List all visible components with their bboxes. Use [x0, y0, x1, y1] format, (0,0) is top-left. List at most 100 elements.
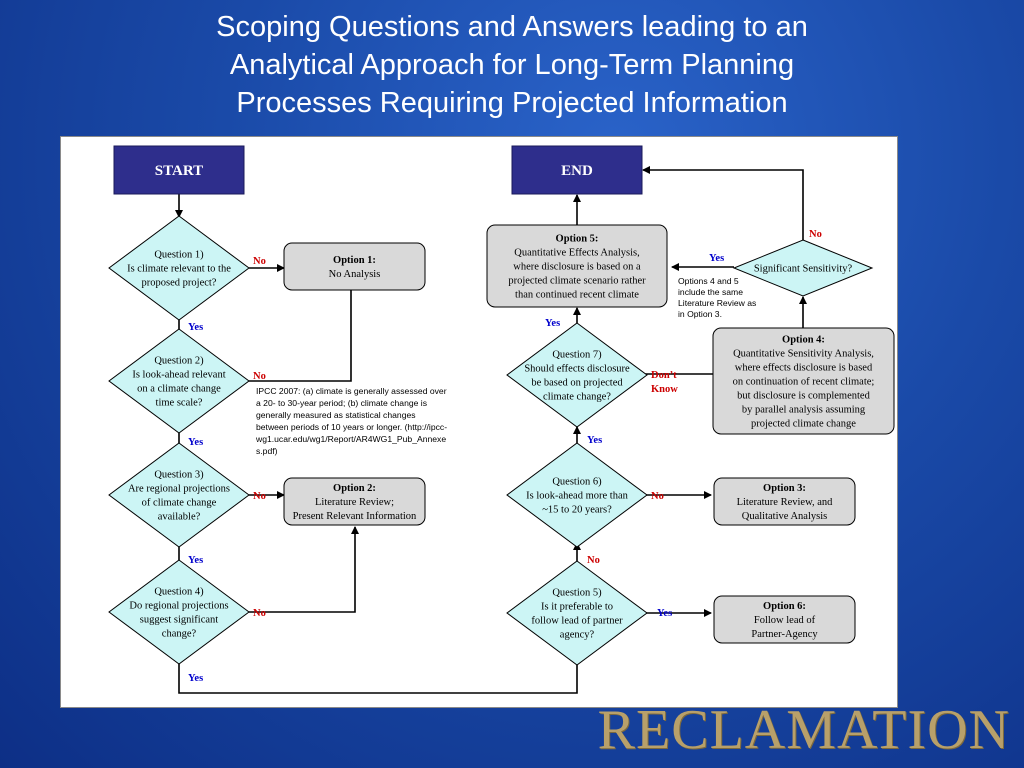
reclamation-logo: RECLAMATION — [597, 699, 1010, 761]
label-q4-no: No — [253, 608, 266, 619]
option-2: Option 2: Literature Review; Present Relev… — [283, 477, 426, 526]
options-4-5-note-line-3: Literature Review as — [678, 298, 756, 308]
ipcc-note-line-5: wg1.ucar.edu/wg1/Report/AR4WG1_Pub_Annex… — [255, 434, 446, 444]
question-4-line-3: suggest significant — [140, 615, 219, 626]
options-4-5-note-line-2: include the same — [678, 287, 743, 297]
question-7-line-1: Question 7) — [552, 350, 602, 361]
label-q5-yes: Yes — [657, 608, 672, 619]
option-4-line-6: by parallel analysis assuming — [742, 405, 866, 416]
question-4-shape — [108, 559, 250, 665]
option-6-line-2: Follow lead of — [754, 615, 816, 626]
ipcc-note-line-1: IPCC 2007: (a) climate is generally asse… — [256, 386, 447, 396]
question-3-line-1: Question 3) — [154, 470, 204, 481]
option-1-box — [283, 242, 426, 291]
question-2: Question 2) Is look-ahead relevant on a cl… — [108, 328, 250, 434]
option-3-box — [713, 477, 856, 526]
question-4-line-2: Do regional projections — [129, 601, 228, 612]
edge-q4-q5 — [178, 652, 581, 694]
question-7-line-2: Should effects disclosure — [524, 364, 630, 375]
slide-title: Scoping Questions and Answers leading to… — [0, 8, 1024, 122]
option-4-line-2: Quantitative Sensitivity Analysis, — [733, 349, 874, 360]
question-1-shape — [108, 215, 250, 321]
label-sig-no: No — [809, 229, 822, 240]
options-4-5-note-line-1: Options 4 and 5 — [678, 276, 739, 286]
end-box: END — [511, 145, 643, 195]
flowchart: START END Question 1) Is climate relevant t… — [108, 145, 895, 694]
label-q1-no: No — [253, 256, 266, 267]
question-5-line-3: follow lead of partner — [531, 616, 623, 627]
question-5-line-2: Is it preferable to — [541, 602, 613, 613]
label-q7-dont: Don’t — [651, 370, 677, 381]
ipcc-note-line-3: generally measured as statistical change… — [256, 410, 416, 420]
ipcc-note-line-2: a 20- to 30-year period; (b) climate cha… — [256, 398, 427, 408]
question-7-line-4: climate change? — [543, 392, 611, 403]
option-5-line-1: Option 5: — [556, 234, 599, 245]
option-3-line-2: Literature Review, and — [737, 497, 834, 508]
title-line-1: Scoping Questions and Answers leading to… — [216, 11, 808, 43]
label-q2-yes: Yes — [188, 437, 203, 448]
option-4: Option 4:Quantitative Sensitivity Analys… — [712, 327, 895, 435]
question-4-line-1: Question 4) — [154, 587, 204, 598]
question-2-line-2: Is look-ahead relevant — [132, 370, 225, 381]
significant-sensitivity-line-1: Significant Sensitivity? — [754, 264, 853, 275]
question-7-shape — [506, 322, 648, 428]
end-box-label: END — [561, 163, 593, 179]
question-2-line-4: time scale? — [156, 398, 203, 409]
option-3-line-1: Option 3: — [763, 483, 806, 494]
question-7: Question 7) Should effects disclosure be b… — [506, 322, 648, 428]
label-q2-no: No — [253, 371, 266, 382]
option-4-line-5: but disclosure is complemented — [737, 391, 870, 402]
significant-sensitivity-shape — [732, 239, 874, 297]
option-1: Option 1:No Analysis — [283, 242, 426, 291]
option-4-box — [712, 327, 895, 435]
option-3-line-3: Qualitative Analysis — [742, 511, 827, 522]
label-q6-no: No — [651, 491, 664, 502]
flowchart-panel: START END Question 1) Is climate relevant t… — [60, 136, 898, 708]
question-6-line-2: Is look-ahead more than — [526, 491, 629, 502]
edge-q4-opt2 — [249, 526, 359, 613]
option-5-box — [486, 224, 668, 308]
option-2-line-3: Present Relevant Information — [293, 511, 417, 522]
option-5-line-4: projected climate scenario rather — [508, 276, 646, 287]
label-q5-no: No — [587, 555, 600, 566]
ipcc-note-line-4: between periods of 10 years or longer. (… — [256, 422, 447, 432]
question-2-line-3: on a climate change — [137, 384, 221, 395]
question-3-line-4: available? — [158, 512, 201, 523]
start-box: START — [113, 145, 245, 195]
question-6-shape — [506, 442, 648, 548]
question-2-shape — [108, 328, 250, 434]
label-q1-yes: Yes — [188, 322, 203, 333]
label-q7-yes: Yes — [545, 318, 560, 329]
label-q3-no: No — [253, 491, 266, 502]
question-4: Question 4) Do regional projections sugges… — [108, 559, 250, 665]
edge-labels: NoYesNoYesNoYesNoYesYesNoNoYesDon’tKnowY… — [188, 229, 822, 684]
option-2-box — [283, 477, 426, 526]
option-2-line-1: Option 2: — [333, 483, 376, 494]
question-1-line-1: Question 1) — [154, 250, 204, 261]
option-2-line-2: Literature Review; — [315, 497, 394, 508]
title-line-2: Analytical Approach for Long-Term Planni… — [229, 49, 795, 81]
question-4-line-4: change? — [162, 629, 197, 640]
question-5-line-1: Question 5) — [552, 588, 602, 599]
question-1-line-3: proposed project? — [142, 278, 217, 289]
option-6-line-3: Partner-Agency — [751, 629, 818, 640]
question-2-line-1: Question 2) — [154, 356, 204, 367]
ipcc-note: IPCC 2007: (a) climate is generally asse… — [255, 386, 447, 456]
end-box-box — [511, 145, 643, 195]
question-7-line-3: be based on projected — [531, 378, 623, 389]
question-5: Question 5) Is it preferable to follow lea… — [506, 560, 648, 666]
label-q6-yes: Yes — [587, 435, 602, 446]
title-line-3: Processes Requiring Projected Informatio… — [236, 87, 788, 119]
option-3: Option 3: Literature Review, andQualitati… — [713, 477, 856, 526]
question-6-line-3: ~15 to 20 years? — [542, 505, 612, 516]
label-q3-yes: Yes — [188, 555, 203, 566]
start-box-box — [113, 145, 245, 195]
question-1-line-2: Is climate relevant to the — [127, 264, 231, 275]
ipcc-note-line-6: s.pdf) — [256, 446, 278, 456]
question-6-line-1: Question 6) — [552, 477, 602, 488]
edge-q2-opt1 — [249, 271, 355, 382]
option-1-line-1: Option 1: — [333, 255, 376, 266]
